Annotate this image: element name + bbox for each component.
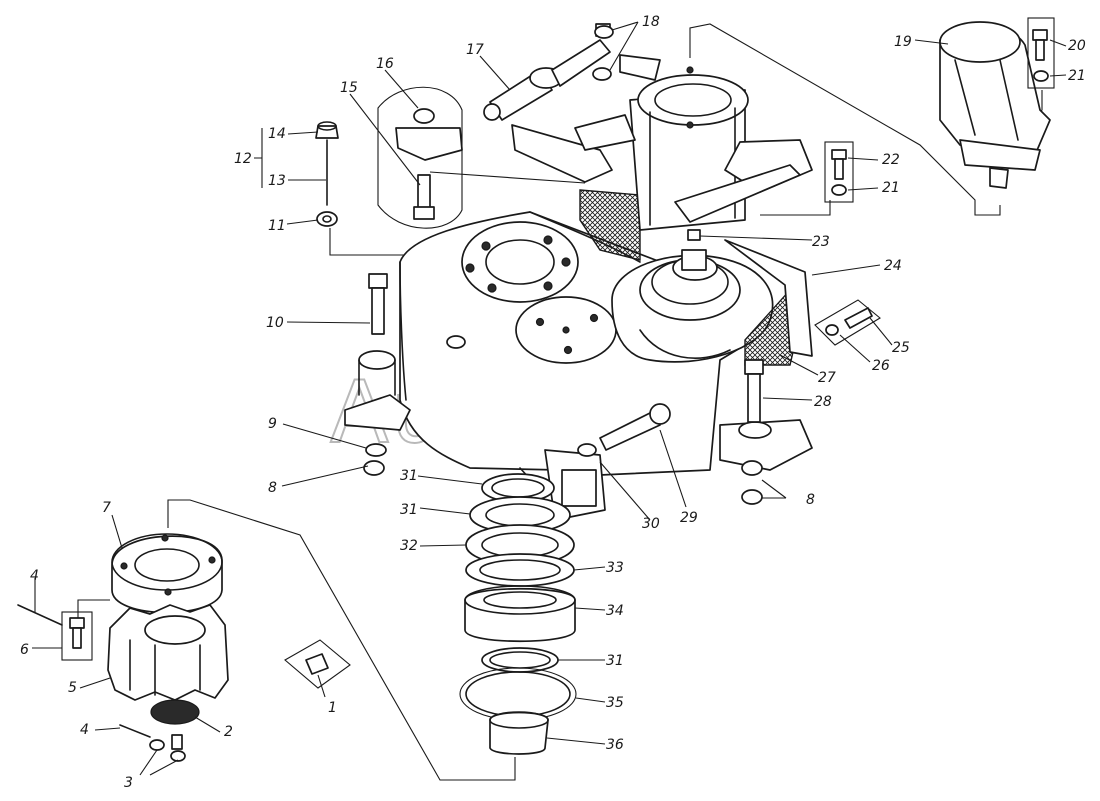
callout-11: 11 (268, 218, 286, 234)
parts-22-21-fasteners (824, 141, 854, 203)
part-7-flange (111, 533, 223, 614)
callout-4-upper: 4 (30, 568, 39, 584)
callout-13: 13 (268, 173, 286, 189)
parts-20-21-motor-fasteners (1027, 17, 1055, 89)
callout-29: 29 (680, 510, 698, 526)
parts-25-26-fasteners (814, 299, 881, 346)
callout-16: 16 (376, 56, 394, 72)
callout-31-top: 31 (400, 468, 418, 484)
part-18-nuts (592, 25, 614, 81)
callout-34: 34 (606, 603, 624, 619)
callout-19: 19 (894, 34, 912, 50)
part-1-fitting (284, 639, 351, 689)
callout-9: 9 (268, 416, 277, 432)
callout-labels: 1 2 3 4 4 5 6 7 8 8 9 10 11 12 13 14 15 … (20, 14, 1086, 791)
callout-27: 27 (818, 370, 836, 386)
callout-24: 24 (884, 258, 902, 274)
callout-12: 12 (234, 151, 252, 167)
callout-21-lower: 21 (882, 180, 900, 196)
callout-21-upper: 21 (1068, 68, 1086, 84)
leader-lines (32, 21, 1067, 776)
callout-33: 33 (606, 560, 624, 576)
callout-15: 15 (340, 80, 358, 96)
callout-32: 32 (400, 538, 418, 554)
callout-26: 26 (872, 358, 890, 374)
callout-1: 1 (328, 700, 337, 716)
callout-20: 20 (1068, 38, 1086, 54)
callout-2: 2 (224, 724, 233, 740)
part-30-bracket (544, 443, 606, 521)
part-19-motor (939, 21, 1051, 189)
part-5-gear (107, 604, 229, 701)
callout-14: 14 (268, 126, 286, 142)
callout-6: 6 (20, 642, 29, 658)
callout-4-lower: 4 (80, 722, 89, 738)
output-flange (611, 249, 774, 363)
parts-11-14-screw-set (315, 121, 339, 227)
callout-30: 30 (642, 516, 660, 532)
top-actuator-assembly (511, 54, 813, 241)
parts-15-16-inset (377, 86, 463, 229)
callout-8-right: 8 (806, 492, 815, 508)
part-2-plate (150, 699, 200, 725)
callout-3: 3 (124, 775, 133, 791)
callout-18: 18 (642, 14, 660, 30)
callout-36: 36 (606, 737, 624, 753)
assembly-guide-lines (77, 23, 1043, 781)
callout-22: 22 (882, 152, 900, 168)
part-29-bolt (599, 403, 671, 451)
callout-25: 25 (892, 340, 910, 356)
callout-31-low: 31 (606, 653, 624, 669)
callout-31-mid: 31 (400, 502, 418, 518)
parts-8-9-nuts-washer (363, 443, 763, 505)
callout-8-left: 8 (268, 480, 277, 496)
part-10-bolt (368, 273, 388, 335)
bearing-stack (459, 473, 577, 755)
callout-7: 7 (102, 500, 111, 516)
housing-foot-brackets (344, 350, 813, 491)
parts-3-4-6-small-fasteners (17, 604, 186, 762)
callout-10: 10 (266, 315, 284, 331)
callout-17: 17 (466, 42, 484, 58)
gaskets-hatched (579, 189, 813, 366)
callout-28: 28 (814, 394, 832, 410)
callout-5: 5 (68, 680, 77, 696)
callout-35: 35 (606, 695, 624, 711)
part-17-plunger (483, 23, 611, 121)
callout-23: 23 (812, 234, 830, 250)
part-28-bolt (744, 359, 764, 423)
